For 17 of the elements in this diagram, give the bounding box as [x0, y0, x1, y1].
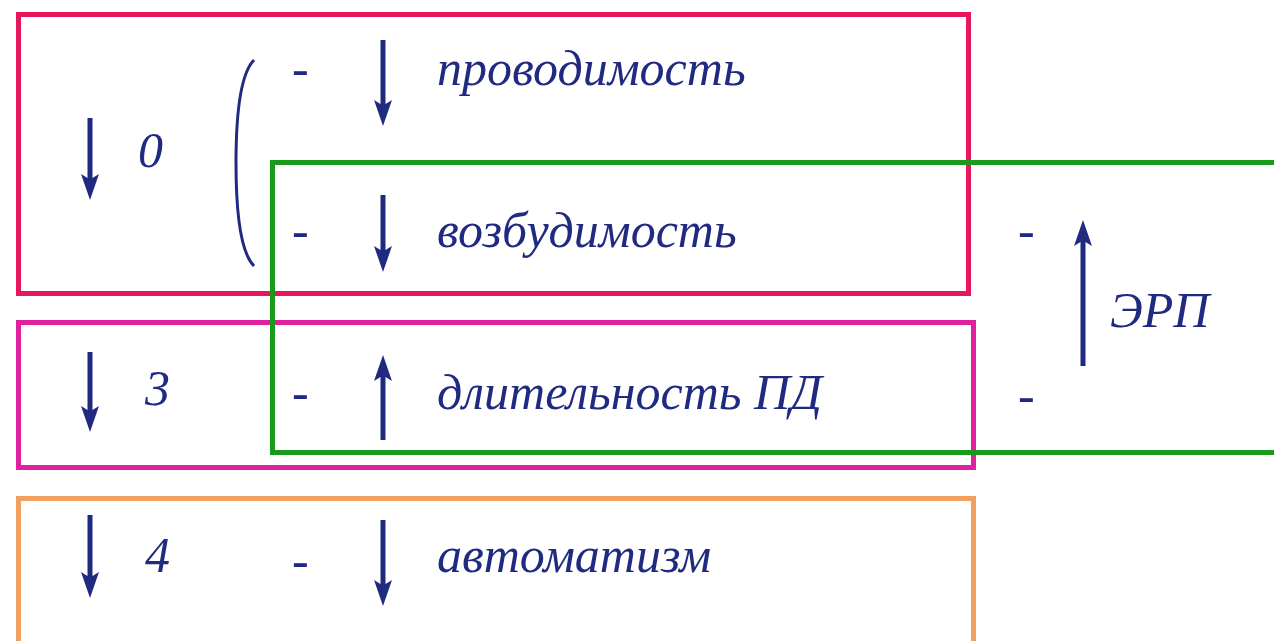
outlined-box: [16, 12, 971, 296]
dash: -: [292, 364, 309, 420]
dash: -: [292, 532, 309, 588]
dash: -: [1018, 202, 1035, 258]
outlined-box: [16, 496, 976, 641]
dash: -: [292, 40, 309, 96]
term-label: возбудимость: [437, 202, 737, 258]
dash: -: [1018, 367, 1035, 423]
outlined-box: [16, 320, 976, 470]
term-label: ЭРП: [1110, 282, 1210, 338]
term-label: автоматизм: [437, 527, 712, 583]
term-label: проводимость: [437, 40, 746, 96]
dash: -: [292, 202, 309, 258]
phase-number: 4: [145, 527, 170, 583]
outlined-box: [270, 160, 1274, 455]
phase-number: 3: [145, 360, 170, 416]
phase-number: 0: [138, 122, 163, 178]
